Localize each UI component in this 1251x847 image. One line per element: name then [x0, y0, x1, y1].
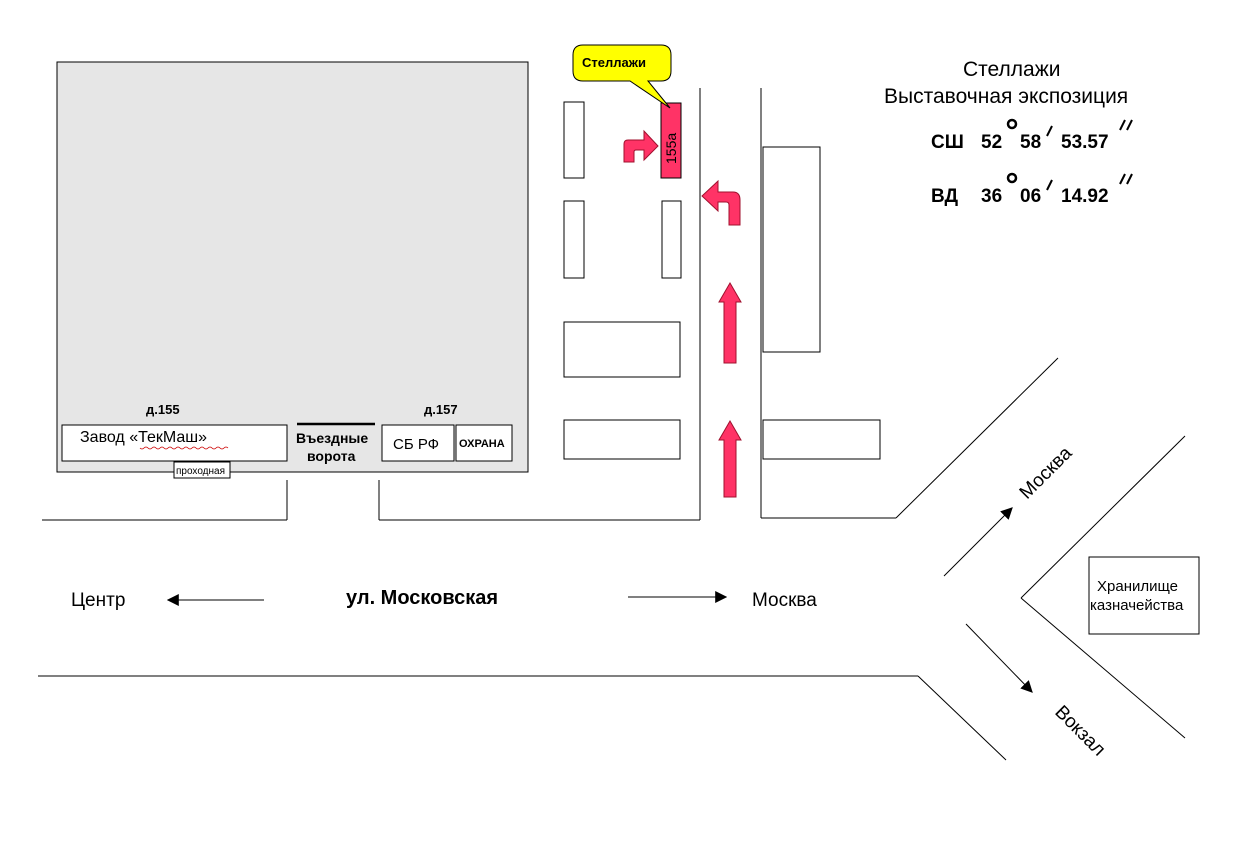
turn-arrow-icon [701, 179, 741, 226]
degree-icon [1006, 172, 1018, 184]
lon-minutes: 06 [1020, 186, 1041, 207]
callout-label: Стеллажи [582, 55, 646, 70]
target-building [660, 102, 682, 179]
sbrf-label: СБ РФ [393, 436, 439, 453]
building [563, 101, 585, 179]
up-arrow-icon [718, 420, 742, 498]
treasury-label-1: Хранилище [1097, 578, 1178, 595]
info-title: Стеллажи [963, 58, 1061, 81]
lon-seconds: 14.92 [1061, 186, 1109, 207]
building [563, 200, 585, 279]
label-moscow: Москва [752, 590, 817, 611]
spellcheck-underline [139, 446, 229, 450]
factory-area [56, 61, 529, 473]
lat-degrees: 52 [981, 132, 1002, 153]
minute-icon [1046, 179, 1053, 191]
minute-icon [1046, 125, 1053, 137]
street-name: ул. Московская [346, 587, 498, 609]
branch-inner-2 [1020, 597, 1186, 739]
building [661, 200, 682, 279]
second-icon [1119, 173, 1126, 185]
building [563, 321, 681, 378]
arrow-icon [965, 623, 1033, 693]
degree-icon [1006, 118, 1018, 130]
factory-building [61, 424, 288, 462]
gates-label-2: ворота [307, 448, 356, 464]
building [563, 419, 681, 460]
branch-se-edge-1 [917, 675, 1007, 761]
callout-bubble [572, 44, 672, 109]
turn-arrow-icon [623, 129, 659, 163]
info-subtitle: Выставочная экспозиция [884, 85, 1128, 108]
lat-prefix: СШ [931, 132, 964, 153]
sbrf-box [381, 424, 455, 462]
guard-box [455, 424, 513, 462]
lat-minutes: 58 [1020, 132, 1041, 153]
house-157-label: д.157 [424, 402, 458, 417]
lon-prefix: ВД [931, 186, 958, 207]
label-moscow-ne: Москва [1016, 443, 1077, 504]
factory-label: Завод «ТекМаш» [80, 429, 207, 446]
lat-seconds: 53.57 [1061, 132, 1109, 153]
building [762, 146, 821, 353]
house-155-label: д.155 [146, 402, 180, 417]
arrow-icon [943, 507, 1013, 577]
branch-inner-1 [1020, 435, 1186, 599]
treasury-box [1088, 556, 1200, 635]
lon-degrees: 36 [981, 186, 1002, 207]
second-icon [1126, 173, 1133, 185]
treasury-label-2: казначейства [1090, 597, 1184, 614]
second-icon [1119, 119, 1126, 131]
checkpoint-label: проходная [176, 466, 225, 477]
guard-label: ОХРАНА [459, 438, 505, 450]
label-center: Центр [71, 590, 125, 611]
building [762, 419, 881, 460]
label-station: Вокзал [1050, 702, 1109, 761]
gates-label-1: Въездные [296, 430, 368, 446]
checkpoint-box [173, 461, 231, 479]
up-arrow-icon [718, 282, 742, 364]
second-icon [1126, 119, 1133, 131]
target-building-label: 155а [663, 133, 679, 164]
branch-ne-edge-1 [895, 357, 1059, 519]
